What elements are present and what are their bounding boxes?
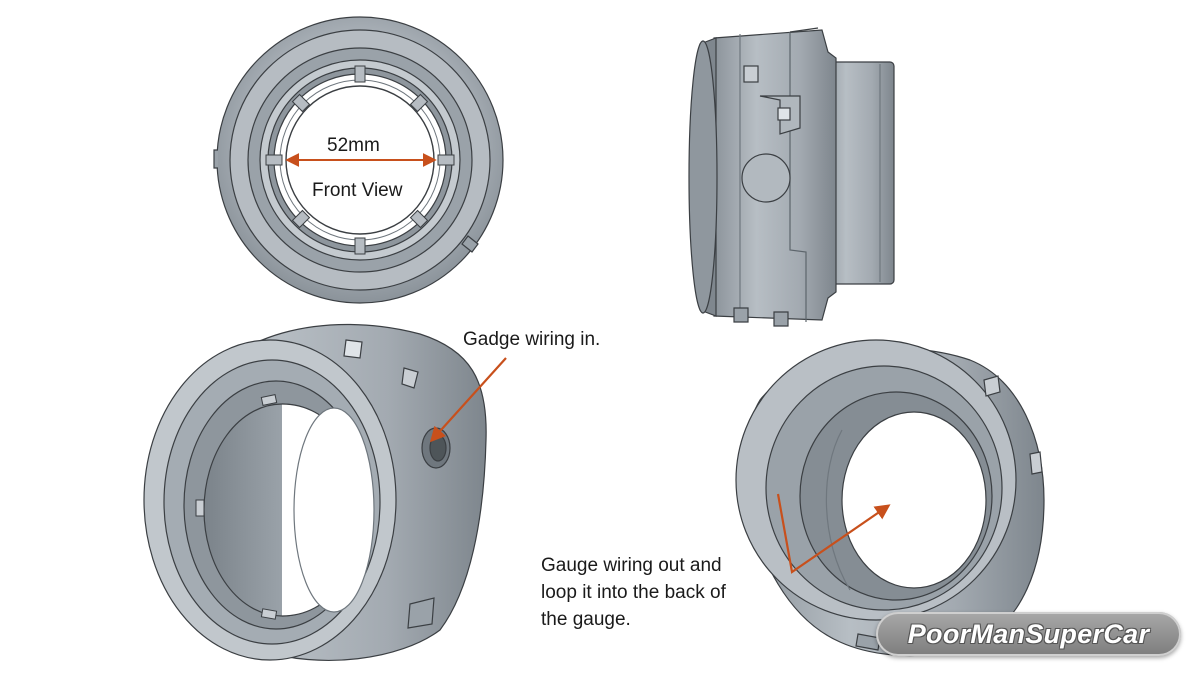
isometric-view-left (143, 323, 487, 662)
isometric-view-right (735, 339, 1045, 657)
wiring-out-arrow (776, 493, 891, 574)
watermark-text: PoorManSuperCar (907, 618, 1150, 649)
side-view-part (688, 27, 895, 327)
wiring-in-arrow (429, 357, 507, 443)
front-view-part (213, 16, 504, 304)
wiring-out-line-2: loop it into the back of (541, 582, 726, 603)
dimension-label: 52mm (327, 135, 380, 156)
wiring-out-label: Gauge wiring out and loop it into the ba… (541, 552, 726, 633)
front-view-label: Front View (312, 180, 403, 201)
wiring-in-label: Gadge wiring in. (463, 329, 601, 350)
wiring-out-line-3: the gauge. (541, 609, 631, 630)
wiring-out-line-1: Gauge wiring out and (541, 555, 722, 576)
watermark-badge: PoorManSuperCar (876, 612, 1181, 656)
annotation-arrows (429, 357, 891, 574)
